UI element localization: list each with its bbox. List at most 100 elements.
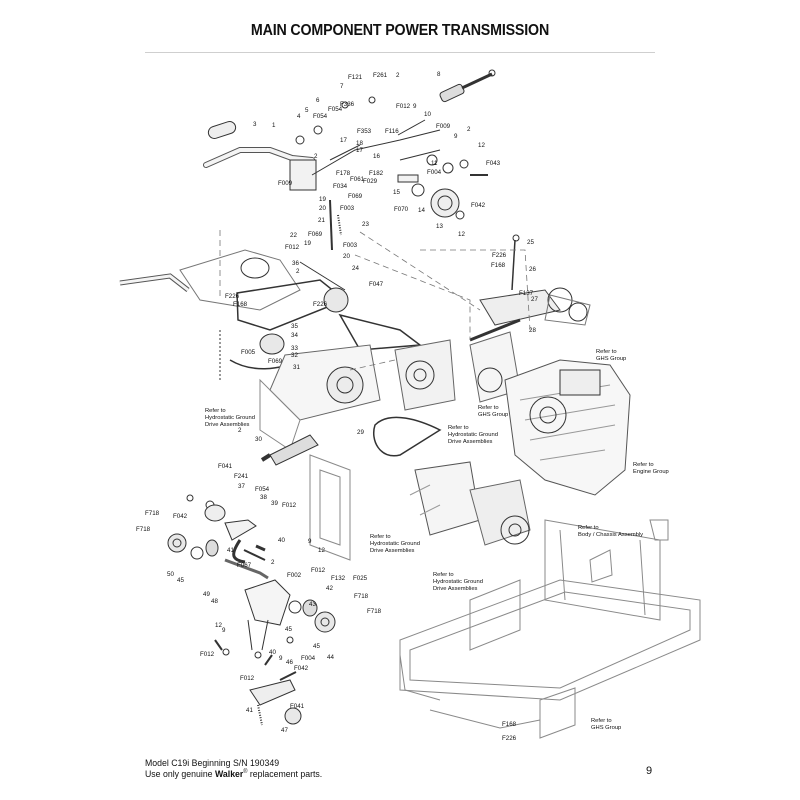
callout-f005: F005 (241, 349, 256, 356)
callout-20: 20 (343, 253, 350, 260)
svg-text:Engine Group: Engine Group (633, 469, 669, 475)
callout-2: 2 (238, 427, 242, 434)
callout-42: 42 (326, 585, 333, 592)
title-divider (145, 52, 655, 53)
lower-linkage-assembly (167, 494, 336, 726)
reference-ghs-group: Refer to GHS Group (591, 718, 621, 731)
callout-f121: F121 (348, 74, 363, 81)
footer-brand: Walker (214, 769, 244, 781)
callout-9: 9 (413, 103, 417, 110)
svg-text:GHS Group: GHS Group (478, 412, 508, 418)
svg-text:Drive Assemblies: Drive Assemblies (433, 586, 478, 592)
callout-12: 12 (458, 231, 465, 238)
page-number: 9 (646, 765, 653, 777)
callout-15: 15 (393, 189, 400, 196)
callout-45: 45 (177, 577, 184, 584)
callout-f353: F353 (357, 128, 372, 135)
callout-28: 28 (529, 327, 536, 334)
callout-f718: F718 (136, 526, 151, 533)
callout-45: 45 (313, 643, 320, 650)
callout-f012: F012 (396, 103, 411, 110)
callout-17: 17 (356, 147, 363, 154)
steering-lever-assembly (203, 69, 496, 251)
callout-19: 19 (304, 240, 311, 247)
footer-model-line: Model C19i Beginning S/N 190349 (145, 758, 280, 769)
callout-12: 12 (215, 622, 222, 629)
callout-37: 37 (238, 483, 245, 490)
hydro-drive-unit-lower (409, 461, 531, 546)
callout-2: 2 (396, 72, 400, 79)
callout-f009: F009 (278, 180, 293, 187)
svg-text:Refer to: Refer to (578, 525, 599, 531)
callout-f003: F003 (340, 205, 355, 212)
callout-27: 27 (531, 296, 538, 303)
reference-ghs-group: Refer to GHS Group (596, 349, 626, 362)
callout-31: 31 (293, 364, 300, 371)
callout-f004: F004 (301, 655, 316, 662)
callout-f070: F070 (394, 206, 409, 213)
callout-f041: F041 (290, 703, 305, 710)
svg-text:Refer to: Refer to (596, 349, 617, 355)
callout-f241: F241 (234, 473, 249, 480)
callout-f226: F226 (502, 735, 517, 742)
footer-genuine-parts-line: Use only genuine Walker® replacement par… (145, 769, 322, 780)
callout-38: 38 (260, 494, 267, 501)
callout-18: 18 (356, 140, 363, 147)
callout-f004: F004 (427, 169, 442, 176)
callout-f718: F718 (145, 510, 160, 517)
callout-f168: F168 (502, 721, 517, 728)
callout-23: 23 (362, 221, 369, 228)
callout-f178: F178 (336, 170, 351, 177)
callout-f054: F054 (313, 113, 328, 120)
reference-hydrostatic-drive: Refer to Hydrostatic Ground Drive Assemb… (448, 425, 498, 445)
callout-2: 2 (296, 268, 300, 275)
callout-26: 26 (529, 266, 536, 273)
callout-f054: F054 (328, 106, 343, 113)
callout-f009: F009 (436, 123, 451, 130)
callout-f226: F226 (313, 301, 328, 308)
callout-12: 12 (478, 142, 485, 149)
svg-text:Refer to: Refer to (370, 534, 391, 540)
belt-idler-assembly (119, 249, 423, 380)
callout-f261: F261 (373, 72, 388, 79)
callout-f069: F069 (348, 193, 363, 200)
callout-9: 9 (308, 538, 312, 545)
callout-46: 46 (286, 659, 293, 666)
callout-24: 24 (352, 265, 359, 272)
callout-9: 9 (222, 627, 226, 634)
callout-44: 44 (327, 654, 334, 661)
reference-body-chassis: Refer to Body / Chassis Assembly (578, 525, 643, 538)
callout-f067: F067 (237, 562, 252, 569)
callout-7: 7 (340, 83, 344, 90)
callout-f012: F012 (282, 502, 297, 509)
callout-f069: F069 (308, 231, 323, 238)
reference-ghs-group: Refer to GHS Group (478, 405, 508, 418)
callout-f003: F003 (343, 242, 358, 249)
callout-f069: F069 (268, 358, 283, 365)
callout-20: 20 (319, 205, 326, 212)
callout-47: 47 (281, 727, 288, 734)
callout-49: 49 (203, 591, 210, 598)
callout-48: 48 (211, 598, 218, 605)
callout-f012: F012 (311, 567, 326, 574)
svg-text:GHS Group: GHS Group (596, 356, 626, 362)
callout-f042: F042 (471, 202, 486, 209)
callout-f718: F718 (367, 608, 382, 615)
callout-21: 21 (318, 217, 325, 224)
svg-text:Hydrostatic Ground: Hydrostatic Ground (433, 579, 483, 585)
svg-text:Refer to: Refer to (448, 425, 469, 431)
hydrostatic-pump-assembly (259, 339, 456, 466)
callout-9: 9 (454, 133, 458, 140)
svg-text:GHS Group: GHS Group (591, 725, 621, 731)
callout-f137: F137 (519, 290, 534, 297)
svg-text:Refer to: Refer to (633, 462, 654, 468)
callout-f002: F002 (287, 572, 302, 579)
callout-50: 50 (167, 571, 174, 578)
callout-f042: F042 (294, 665, 309, 672)
callout-1: 1 (272, 122, 276, 129)
callout-6: 6 (316, 97, 320, 104)
callout-5: 5 (305, 107, 309, 114)
callout-2: 2 (271, 559, 275, 566)
svg-text:Refer to: Refer to (591, 718, 612, 724)
